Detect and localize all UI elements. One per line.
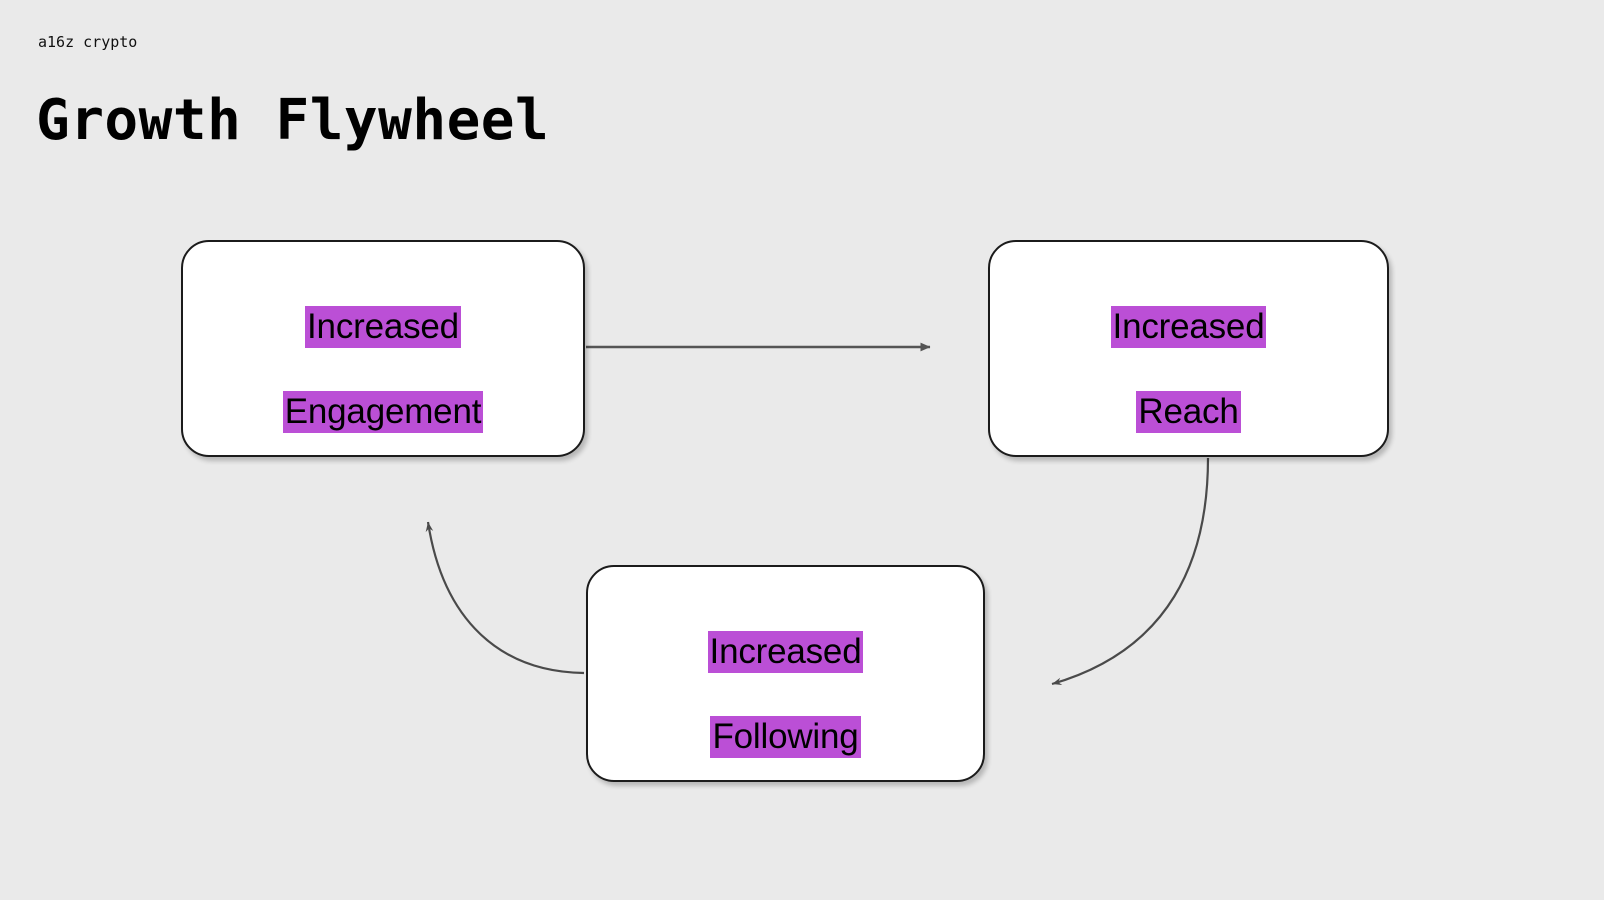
node-label-reach: Increased Reach [1110, 263, 1267, 434]
page-title: Growth Flywheel [36, 88, 550, 153]
node-label-engagement: Increased Engagement [282, 263, 484, 434]
node-increased-reach[interactable]: Increased Reach [988, 240, 1389, 457]
node-label-line2: Engagement [282, 391, 484, 434]
node-increased-engagement[interactable]: Increased Engagement [181, 240, 585, 457]
node-label-following: Increased Following [707, 588, 864, 759]
connector-following-to-engagement [425, 521, 585, 675]
node-label-line1: Increased [305, 305, 461, 348]
brand-label: a16z crypto [38, 33, 138, 51]
node-label-line2: Reach [1136, 391, 1241, 434]
node-increased-following[interactable]: Increased Following [586, 565, 985, 782]
node-label-line1: Increased [1110, 305, 1267, 348]
node-label-line1: Increased [707, 630, 864, 673]
connector-reach-to-following [1051, 457, 1210, 686]
node-label-line2: Following [710, 716, 861, 759]
